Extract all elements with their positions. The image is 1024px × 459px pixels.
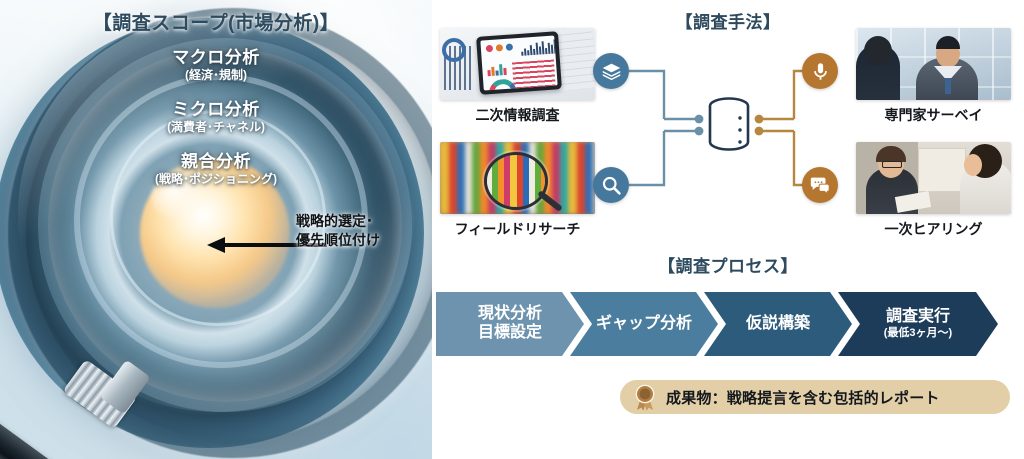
microphone-icon: [802, 53, 838, 89]
method-label-expert-survey: 専門家サーベイ: [884, 107, 983, 123]
tablet-dashboard-photo: [440, 28, 595, 100]
speech-bubbles-icon: [802, 167, 838, 203]
deliverable-banner: 成果物：戦略提言を含む包括的レポート: [620, 380, 1010, 414]
ring-label-micro-sub: (満費者･チャネル): [167, 119, 265, 134]
focus-annotation-line1: 戦略的選定･: [296, 213, 373, 229]
method-section-title: 【調査手法】: [675, 13, 781, 32]
screen-minibars-left: [487, 63, 507, 77]
ring-label-macro-sub: (経済･規制): [185, 67, 247, 82]
focus-annotation-line2: 優先順位付け: [296, 231, 380, 248]
process-chevron-row: 現状分析 目標設定 ギャップ分析 仮説構築 調査実行 (最低3ヶ月～): [436, 292, 1020, 356]
donut-chart-left: [442, 38, 466, 62]
left-arrow-icon: [207, 237, 327, 253]
tablet-device: [476, 31, 562, 95]
stacked-books-icon: [593, 53, 629, 89]
process-step-4-line2: (最低3ヶ月～): [883, 326, 953, 339]
person-right-hair: [936, 36, 960, 49]
ring-label-micro: ミクロ分析 (満費者･チャネル): [0, 100, 432, 135]
process-step-2-line1: ギャップ分析: [595, 314, 692, 332]
ring-label-fit-sub: (戦略･ポジショニング): [155, 171, 277, 186]
magnifier-handle: [0, 352, 200, 459]
process-step-3-line1: 仮説構築: [745, 314, 810, 332]
award-ribbon-icon: [630, 382, 660, 412]
woman-left-hair: [876, 146, 906, 162]
process-step-2[interactable]: ギャップ分析: [570, 292, 718, 356]
magnifier-icon: [593, 167, 629, 203]
method-label-field-research: フィールドリサーチ: [454, 221, 581, 237]
screen-dot-blue: [505, 43, 514, 51]
process-step-3[interactable]: 仮説構築: [704, 292, 852, 356]
right-content-area: 【調査手法】: [432, 0, 1024, 459]
ring-label-macro-main: マクロ分析: [172, 48, 260, 67]
person-left-head: [864, 36, 892, 66]
magnified-shelf-detail: [487, 155, 545, 207]
process-section-title: 【調査プロセス】: [658, 257, 798, 276]
two-women-interview-photo: [856, 142, 1011, 214]
person-right-necktie: [945, 68, 951, 94]
ring-label-macro: マクロ分析 (経済･規制): [0, 48, 432, 83]
deliverable-text: 成果物：戦略提言を含む包括的レポート: [666, 389, 940, 407]
process-step-4-line1: 調査実行: [885, 308, 950, 326]
screen-dot-red: [485, 44, 494, 53]
screen-minibars-top: [521, 39, 558, 56]
research-scope-panel: 【調査スコープ(市場分析)】 マクロ分析 (経済･規制) ミクロ分析 (満費者･…: [0, 0, 432, 459]
database-icon: [704, 96, 754, 152]
focus-annotation: 戦略的選定･ 優先順位付け: [296, 212, 424, 250]
ring-label-micro-main: ミクロ分析: [172, 100, 260, 119]
method-label-secondary-research: 二次情報調査: [475, 107, 560, 123]
process-step-1-line2: 目標設定: [477, 324, 542, 341]
tablet-screen: [480, 35, 558, 91]
screen-dot-orange: [495, 44, 504, 52]
screen-hbar-chart: [511, 59, 557, 91]
whiteboard: [918, 148, 966, 192]
woman-left-glasses: [882, 161, 902, 168]
process-step-4[interactable]: 調査実行 (最低3ヶ月～): [838, 292, 998, 356]
woman-right-face: [964, 154, 982, 176]
process-step-1[interactable]: 現状分析 目標設定: [436, 292, 584, 356]
method-label-primary-interview: 一次ヒアリング: [884, 221, 983, 237]
scope-title: 【調査スコープ(市場分析)】: [92, 13, 340, 34]
ring-label-fit: 親合分析 (戦略･ポジショニング): [0, 152, 432, 187]
handle-rod: [0, 412, 74, 459]
two-businessmen-meeting-photo: [856, 28, 1011, 100]
process-step-1-line1: 現状分析: [477, 305, 542, 323]
magnifier-lens-sharp-area: [484, 152, 548, 210]
ring-label-fit-main: 親合分析: [181, 152, 251, 171]
retail-shelf-magnifier-photo: [440, 142, 595, 214]
